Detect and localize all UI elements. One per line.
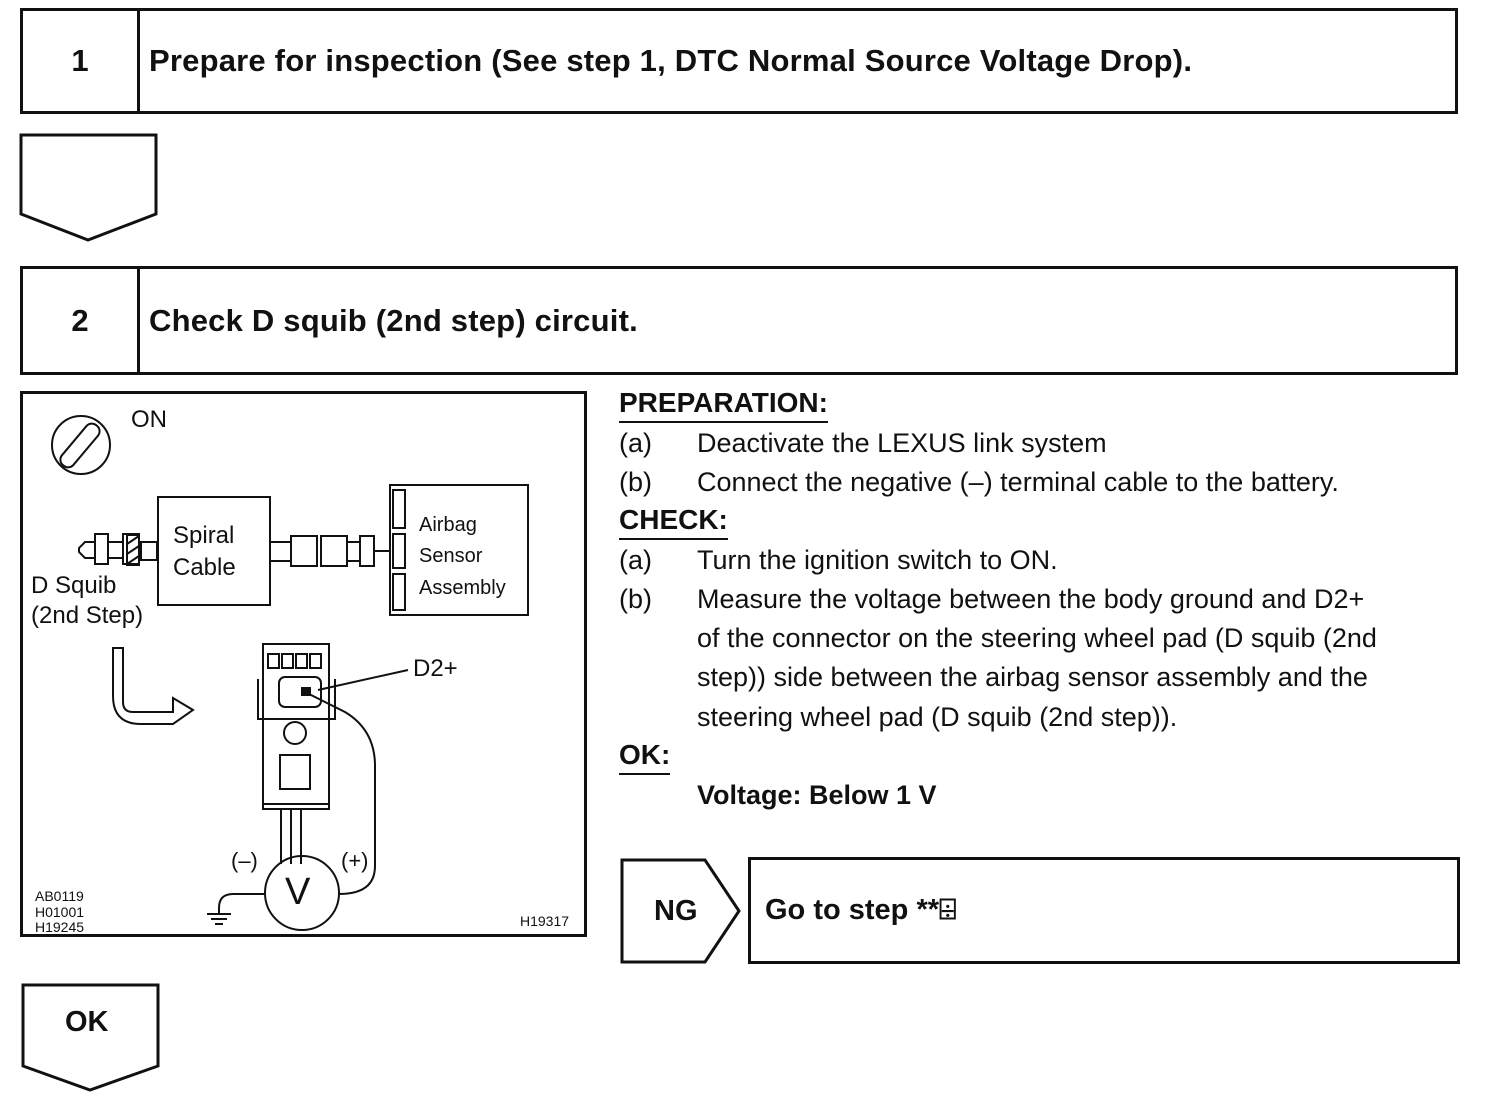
item-letter: (b) <box>619 467 652 497</box>
airbag-sensor-label-2: Sensor <box>419 545 483 567</box>
preparation-heading: PREPARATION: <box>619 387 828 423</box>
spiral-cable-label-1: Spiral <box>173 522 235 549</box>
check-item-b-line: Measure the voltage between the body gro… <box>697 584 1365 614</box>
figure-code: AB0119 <box>35 888 84 904</box>
check-item-b-line: of the connector on the steering wheel p… <box>697 623 1377 653</box>
d-squib-label-1: D Squib <box>31 572 117 599</box>
minus-label: (–) <box>231 848 258 873</box>
voltmeter-symbol: V <box>285 871 311 913</box>
ng-action-box: Go to step **⌹ <box>748 857 1460 964</box>
check-item-b-line: step)) side between the airbag sensor as… <box>697 662 1368 692</box>
ng-label: NG <box>654 895 698 927</box>
figure-code: H19245 <box>35 919 85 935</box>
step-title: Prepare for inspection (See step 1, DTC … <box>149 43 1193 78</box>
circuit-drawing <box>51 415 529 931</box>
ok-heading: OK: <box>619 739 671 775</box>
ng-arrow <box>620 858 741 964</box>
check-item-a: Turn the ignition switch to ON. <box>697 545 1058 575</box>
ok-spec: Voltage: Below 1 V <box>697 780 937 810</box>
item-letter: (a) <box>619 428 652 458</box>
ng-action-text: Go to step **⌹ <box>765 894 957 926</box>
item-letter: (a) <box>619 545 652 575</box>
step-number: 1 <box>23 11 140 111</box>
item-letter: (b) <box>619 584 652 614</box>
d-squib-label-2: (2nd Step) <box>31 602 144 629</box>
step-1-box: 1 Prepare for inspection (See step 1, DT… <box>20 8 1458 114</box>
airbag-sensor-label-3: Assembly <box>419 577 506 599</box>
preparation-item-a: Deactivate the LEXUS link system <box>697 428 1107 458</box>
figure-code: H19317 <box>520 913 570 929</box>
check-heading: CHECK: <box>619 504 728 540</box>
plus-label: (+) <box>341 848 369 873</box>
on-label: ON <box>131 406 167 433</box>
preparation-item-b: Connect the negative (–) terminal cable … <box>697 467 1339 497</box>
continue-arrow <box>19 133 158 242</box>
spiral-cable-label-2: Cable <box>173 554 236 581</box>
step-2-box: 2 Check D squib (2nd step) circuit. <box>20 266 1458 375</box>
airbag-sensor-label-1: Airbag <box>419 514 477 536</box>
ignition-switch-icon <box>51 415 111 475</box>
ok-arrow <box>21 983 160 1092</box>
figure-code: H01001 <box>35 904 85 920</box>
ground-icon <box>207 913 231 925</box>
circuit-diagram: ON Spiral Cable Airbag Sensor Assembly D… <box>20 391 587 937</box>
ok-arrow-label: OK <box>65 1006 109 1038</box>
check-item-b-line: steering wheel pad (D squib (2nd step)). <box>697 702 1178 732</box>
step-title: Check D squib (2nd step) circuit. <box>149 302 638 338</box>
d2-plus-label: D2+ <box>413 655 458 682</box>
voltmeter-icon <box>264 855 340 931</box>
step-number: 2 <box>23 269 140 372</box>
